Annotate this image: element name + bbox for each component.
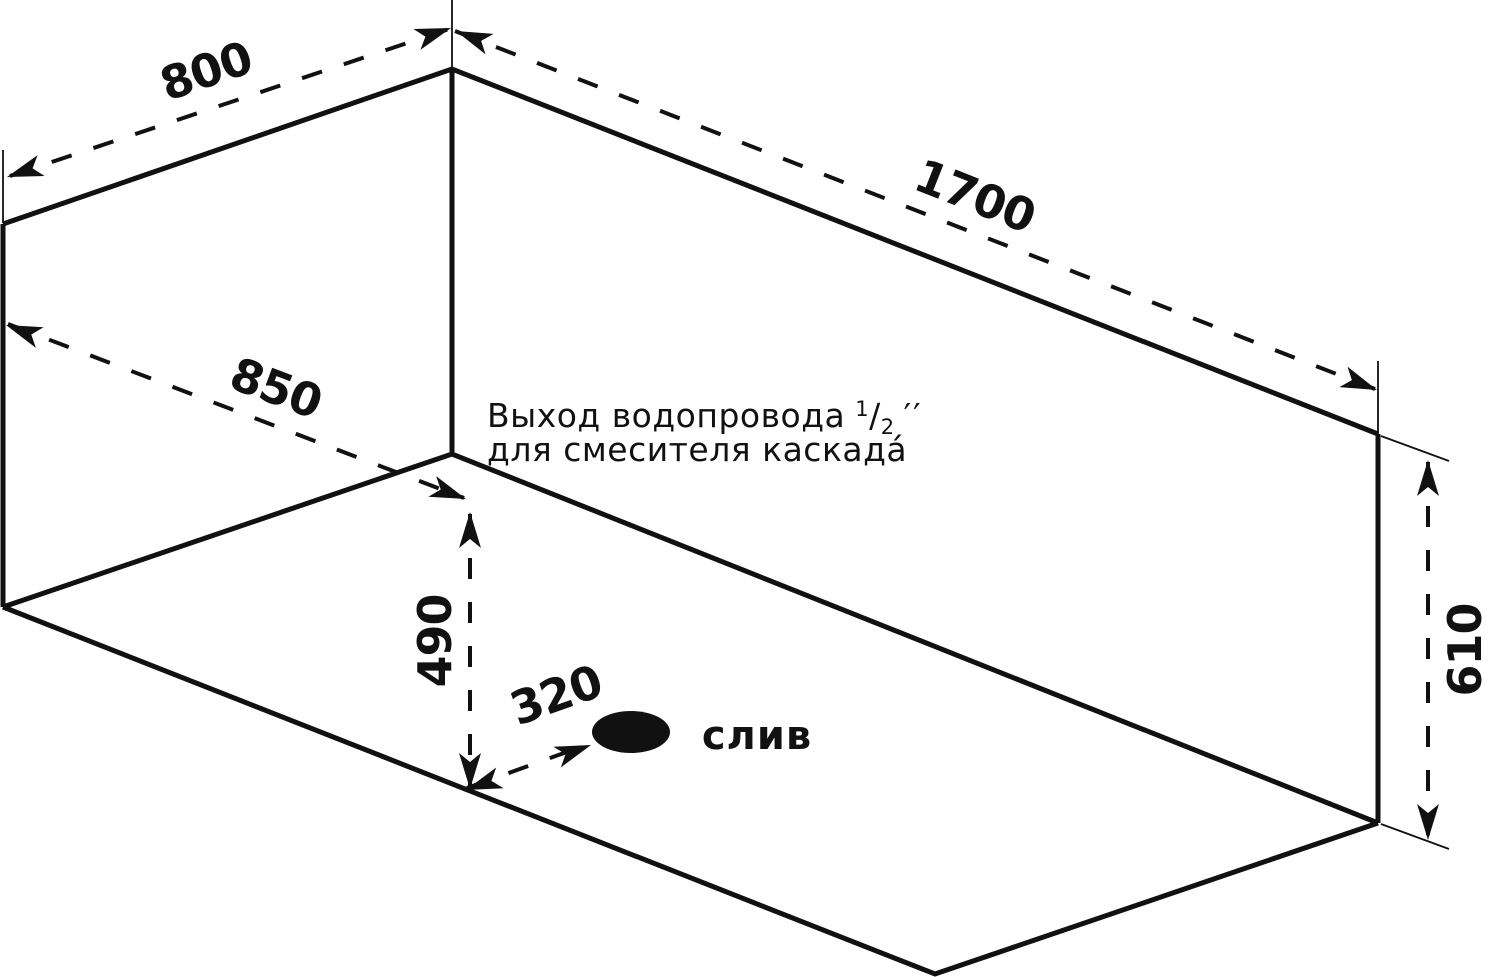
dimension-line-1700 — [454, 29, 1376, 391]
dimension-line-850 — [7, 322, 465, 500]
water-outlet-note-line2: для смесителя каскада́ — [487, 430, 908, 469]
drain-hole — [592, 711, 670, 753]
dimension-lines — [7, 27, 1430, 838]
fraction-slash: / — [869, 396, 881, 435]
water-outlet-note-line1: Выход водопровода 1/2 ′′ — [487, 397, 923, 439]
arrowhead-icon — [553, 745, 591, 768]
arrowhead-icon — [459, 753, 481, 789]
tub-top-rim-edges — [2, 66, 1379, 437]
extension-line-height-top — [1380, 435, 1450, 462]
drain-label: слив — [701, 713, 813, 759]
tub-bottom-back-edges — [2, 451, 1379, 826]
extension-lines — [2, 0, 1450, 850]
arrowhead-icon — [456, 31, 494, 55]
arrowhead-icon — [413, 28, 451, 50]
arrowhead-icon — [6, 325, 44, 348]
fraction-denominator: 2 — [880, 415, 895, 439]
arrowhead-icon — [466, 767, 504, 790]
water-outlet-note: Выход водопровода 1/2 ′′ для смесителя кас… — [487, 397, 923, 469]
tub-bottom-front-edges — [2, 604, 1379, 977]
fraction-numerator: 1 — [855, 397, 870, 421]
dimension-arrowheads — [6, 28, 1439, 840]
arrowhead-icon — [1339, 366, 1377, 390]
dimension-label-490: 490 — [408, 594, 462, 688]
inch-marks: ′′ — [903, 396, 923, 435]
extension-line-height-bottom — [1380, 823, 1450, 850]
dimension-label-610: 610 — [1438, 603, 1492, 697]
arrowhead-icon — [1417, 460, 1439, 496]
note-text: Выход водопровода — [487, 396, 846, 435]
tub-edges — [0, 66, 1381, 977]
arrowhead-icon — [1417, 804, 1439, 840]
arrowhead-icon — [7, 155, 45, 177]
dimension-line-800 — [9, 27, 450, 178]
arrowhead-icon — [459, 512, 481, 548]
arrowhead-icon — [428, 476, 466, 499]
